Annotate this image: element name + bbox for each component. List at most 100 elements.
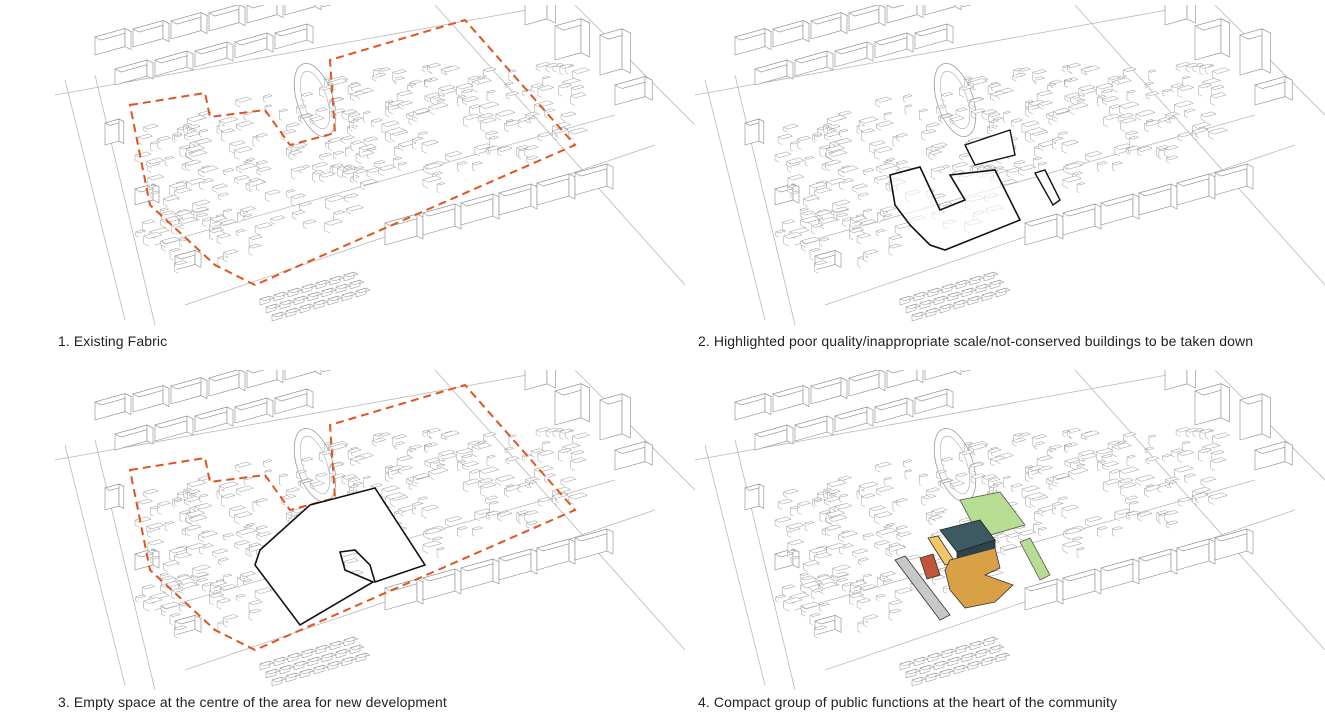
building bbox=[809, 247, 821, 261]
building bbox=[284, 370, 316, 381]
street bbox=[434, 5, 686, 286]
house bbox=[933, 660, 949, 671]
building bbox=[495, 474, 516, 486]
building bbox=[1208, 173, 1216, 200]
building bbox=[211, 183, 229, 193]
building bbox=[1191, 127, 1209, 140]
building bbox=[902, 459, 913, 468]
building bbox=[823, 496, 841, 506]
building bbox=[557, 83, 573, 97]
house bbox=[259, 660, 275, 671]
building bbox=[1177, 84, 1195, 98]
building bbox=[799, 216, 821, 229]
building bbox=[406, 83, 417, 92]
building bbox=[1010, 483, 1024, 493]
development-site bbox=[254, 487, 427, 627]
building bbox=[1064, 443, 1073, 453]
building bbox=[790, 190, 800, 199]
house bbox=[955, 279, 971, 290]
building bbox=[254, 587, 273, 601]
running-track bbox=[939, 435, 971, 495]
building bbox=[1197, 83, 1213, 97]
building bbox=[194, 249, 202, 268]
building bbox=[428, 102, 449, 115]
building bbox=[192, 199, 211, 213]
building bbox=[217, 557, 230, 566]
building bbox=[928, 514, 943, 526]
building bbox=[492, 558, 500, 585]
building bbox=[825, 510, 846, 525]
building bbox=[343, 558, 360, 568]
building bbox=[1126, 454, 1137, 467]
building bbox=[318, 171, 336, 183]
building bbox=[299, 113, 313, 124]
building bbox=[834, 249, 842, 268]
building bbox=[478, 466, 500, 481]
building bbox=[528, 116, 538, 124]
building bbox=[262, 94, 273, 103]
house bbox=[329, 640, 345, 651]
panel-existing-fabric: 1. Existing Fabric bbox=[55, 5, 695, 349]
building bbox=[397, 161, 408, 171]
building bbox=[288, 149, 303, 161]
building bbox=[802, 385, 810, 408]
building bbox=[248, 243, 262, 256]
house bbox=[989, 279, 1005, 290]
building bbox=[278, 473, 289, 486]
building bbox=[882, 578, 893, 586]
building bbox=[341, 474, 358, 485]
house bbox=[313, 299, 329, 310]
building bbox=[1145, 484, 1155, 493]
building bbox=[327, 137, 343, 152]
building bbox=[254, 222, 273, 236]
house bbox=[975, 648, 991, 659]
building bbox=[783, 597, 803, 612]
building bbox=[606, 528, 614, 555]
building bbox=[857, 192, 870, 201]
building bbox=[1191, 492, 1209, 505]
building bbox=[989, 90, 1007, 102]
house bbox=[927, 652, 943, 663]
house bbox=[905, 668, 921, 679]
building bbox=[949, 481, 966, 490]
street bbox=[695, 5, 1196, 96]
house bbox=[299, 668, 315, 679]
building bbox=[1068, 467, 1089, 480]
building bbox=[962, 5, 972, 8]
house bbox=[939, 668, 955, 679]
building bbox=[823, 131, 841, 141]
building bbox=[825, 542, 847, 556]
building bbox=[524, 370, 548, 391]
building bbox=[862, 533, 875, 541]
building bbox=[524, 476, 539, 489]
building bbox=[355, 149, 375, 164]
house bbox=[899, 660, 915, 671]
urban-fabric bbox=[55, 5, 695, 326]
building bbox=[560, 476, 577, 487]
building bbox=[216, 598, 232, 610]
house bbox=[327, 295, 343, 306]
house bbox=[265, 668, 281, 679]
building bbox=[875, 594, 886, 601]
house bbox=[925, 307, 941, 318]
building bbox=[183, 496, 201, 506]
building bbox=[300, 92, 314, 102]
building bbox=[1067, 427, 1082, 438]
building bbox=[255, 133, 269, 142]
building bbox=[826, 50, 834, 71]
building bbox=[242, 213, 253, 221]
urban-fabric bbox=[55, 370, 695, 691]
building bbox=[1051, 136, 1064, 150]
building bbox=[958, 449, 975, 463]
building bbox=[1118, 101, 1140, 116]
building bbox=[255, 525, 269, 534]
building bbox=[545, 62, 559, 73]
building bbox=[1056, 578, 1064, 605]
building bbox=[471, 442, 492, 458]
building bbox=[178, 237, 190, 247]
building bbox=[781, 219, 796, 232]
building bbox=[781, 584, 796, 597]
building bbox=[186, 415, 194, 436]
building bbox=[825, 159, 842, 172]
building bbox=[1173, 465, 1194, 481]
